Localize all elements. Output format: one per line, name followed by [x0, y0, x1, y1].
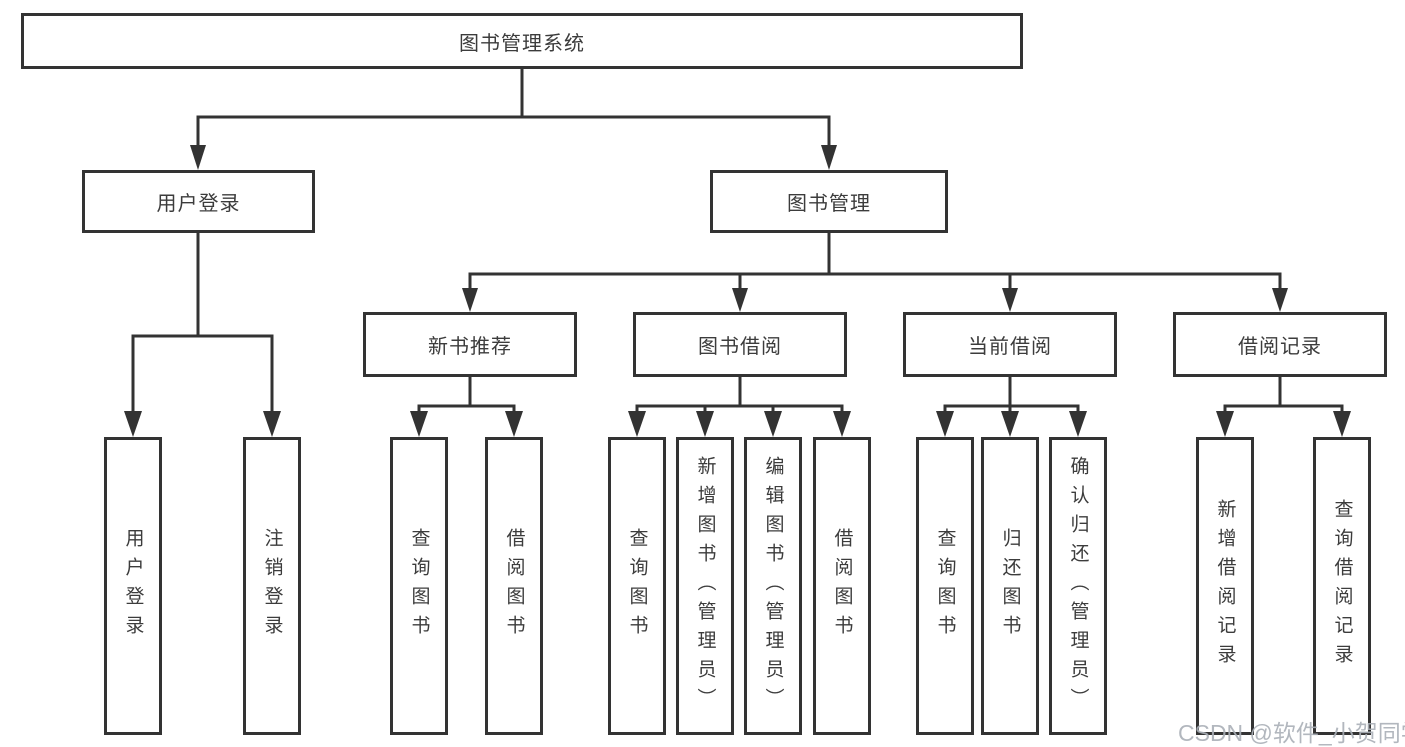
- node-label: 查询借阅记录: [1331, 499, 1353, 673]
- leaf-logout: 注销登录: [243, 437, 301, 735]
- arrow-icon: [764, 411, 782, 437]
- arrowheads: [124, 145, 1351, 437]
- arrow-icon: [1069, 411, 1087, 437]
- node-library-system: 图书管理系统: [21, 13, 1023, 69]
- leaf-records-add: 新增借阅记录: [1196, 437, 1254, 735]
- leaf-user-login: 用户登录: [104, 437, 162, 735]
- arrow-icon: [263, 411, 281, 437]
- node-label: 当前借阅: [968, 336, 1052, 358]
- arrow-icon: [505, 411, 523, 437]
- node-label: 注销登录: [261, 528, 283, 644]
- leaf-borrow-borrow: 借阅图书: [813, 437, 871, 735]
- arrow-icon: [1001, 411, 1019, 437]
- node-label: 查询图书: [934, 528, 956, 644]
- node-current-borrow: 当前借阅: [903, 312, 1117, 377]
- arrow-icon: [821, 145, 837, 170]
- leaf-borrow-query: 查询图书: [608, 437, 666, 735]
- node-label: 图书管理: [787, 193, 871, 215]
- arrow-icon: [124, 411, 142, 437]
- edge-records-to-leaves: [1223, 377, 1344, 413]
- edge-bookmgmt-to-level3: [468, 233, 1282, 289]
- node-book-management: 图书管理: [710, 170, 948, 233]
- edge-newbooks-to-leaves: [417, 377, 516, 413]
- leaf-newbooks-query: 查询图书: [390, 437, 448, 735]
- leaf-records-query: 查询借阅记录: [1313, 437, 1371, 735]
- edge-userlogin-to-leaves: [131, 233, 274, 414]
- edge-bookborrow-to-leaves: [635, 377, 844, 413]
- leaf-borrow-edit-admin: 编辑图书（管理员）: [744, 437, 802, 735]
- arrow-icon: [732, 288, 748, 312]
- node-label: 新书推荐: [428, 336, 512, 358]
- leaf-newbooks-borrow: 借阅图书: [485, 437, 543, 735]
- node-book-borrow: 图书借阅: [633, 312, 847, 377]
- arrow-icon: [1002, 288, 1018, 312]
- csdn-watermark: CSDN @软件_小贺同学: [1178, 720, 1405, 746]
- leaf-current-confirm-admin: 确认归还（管理员）: [1049, 437, 1107, 735]
- node-label: 查询图书: [408, 528, 430, 644]
- arrow-icon: [628, 411, 646, 437]
- node-label: 新增图书（管理员）: [694, 455, 716, 717]
- node-label: 用户登录: [122, 528, 144, 644]
- arrow-icon: [1333, 411, 1351, 437]
- leaf-borrow-add-admin: 新增图书（管理员）: [676, 437, 734, 735]
- node-label: 借阅图书: [503, 528, 525, 644]
- node-label: 确认归还（管理员）: [1067, 455, 1089, 717]
- node-label: 用户登录: [156, 193, 241, 215]
- node-borrow-records: 借阅记录: [1173, 312, 1387, 377]
- node-label: 归还图书: [999, 528, 1021, 644]
- arrow-icon: [936, 411, 954, 437]
- arrow-icon: [696, 411, 714, 437]
- node-label: 图书管理系统: [459, 32, 585, 55]
- arrow-icon: [462, 288, 478, 312]
- arrow-icon: [1216, 411, 1234, 437]
- arrow-icon: [833, 411, 851, 437]
- node-label: 查询图书: [626, 528, 648, 644]
- node-label: 借阅图书: [831, 528, 853, 644]
- node-label: 借阅记录: [1238, 336, 1322, 358]
- leaf-current-return: 归还图书: [981, 437, 1039, 735]
- edge-currentborrow-to-leaves: [943, 377, 1080, 413]
- arrow-icon: [1272, 288, 1288, 312]
- arrow-icon: [190, 145, 206, 170]
- node-label: 编辑图书（管理员）: [762, 455, 784, 717]
- leaf-current-query: 查询图书: [916, 437, 974, 735]
- node-user-login: 用户登录: [82, 170, 315, 233]
- node-new-book-recommend: 新书推荐: [363, 312, 577, 377]
- edge-root-to-level2: [196, 69, 831, 147]
- node-label: 新增借阅记录: [1214, 499, 1236, 673]
- node-label: 图书借阅: [698, 336, 782, 358]
- arrow-icon: [410, 411, 428, 437]
